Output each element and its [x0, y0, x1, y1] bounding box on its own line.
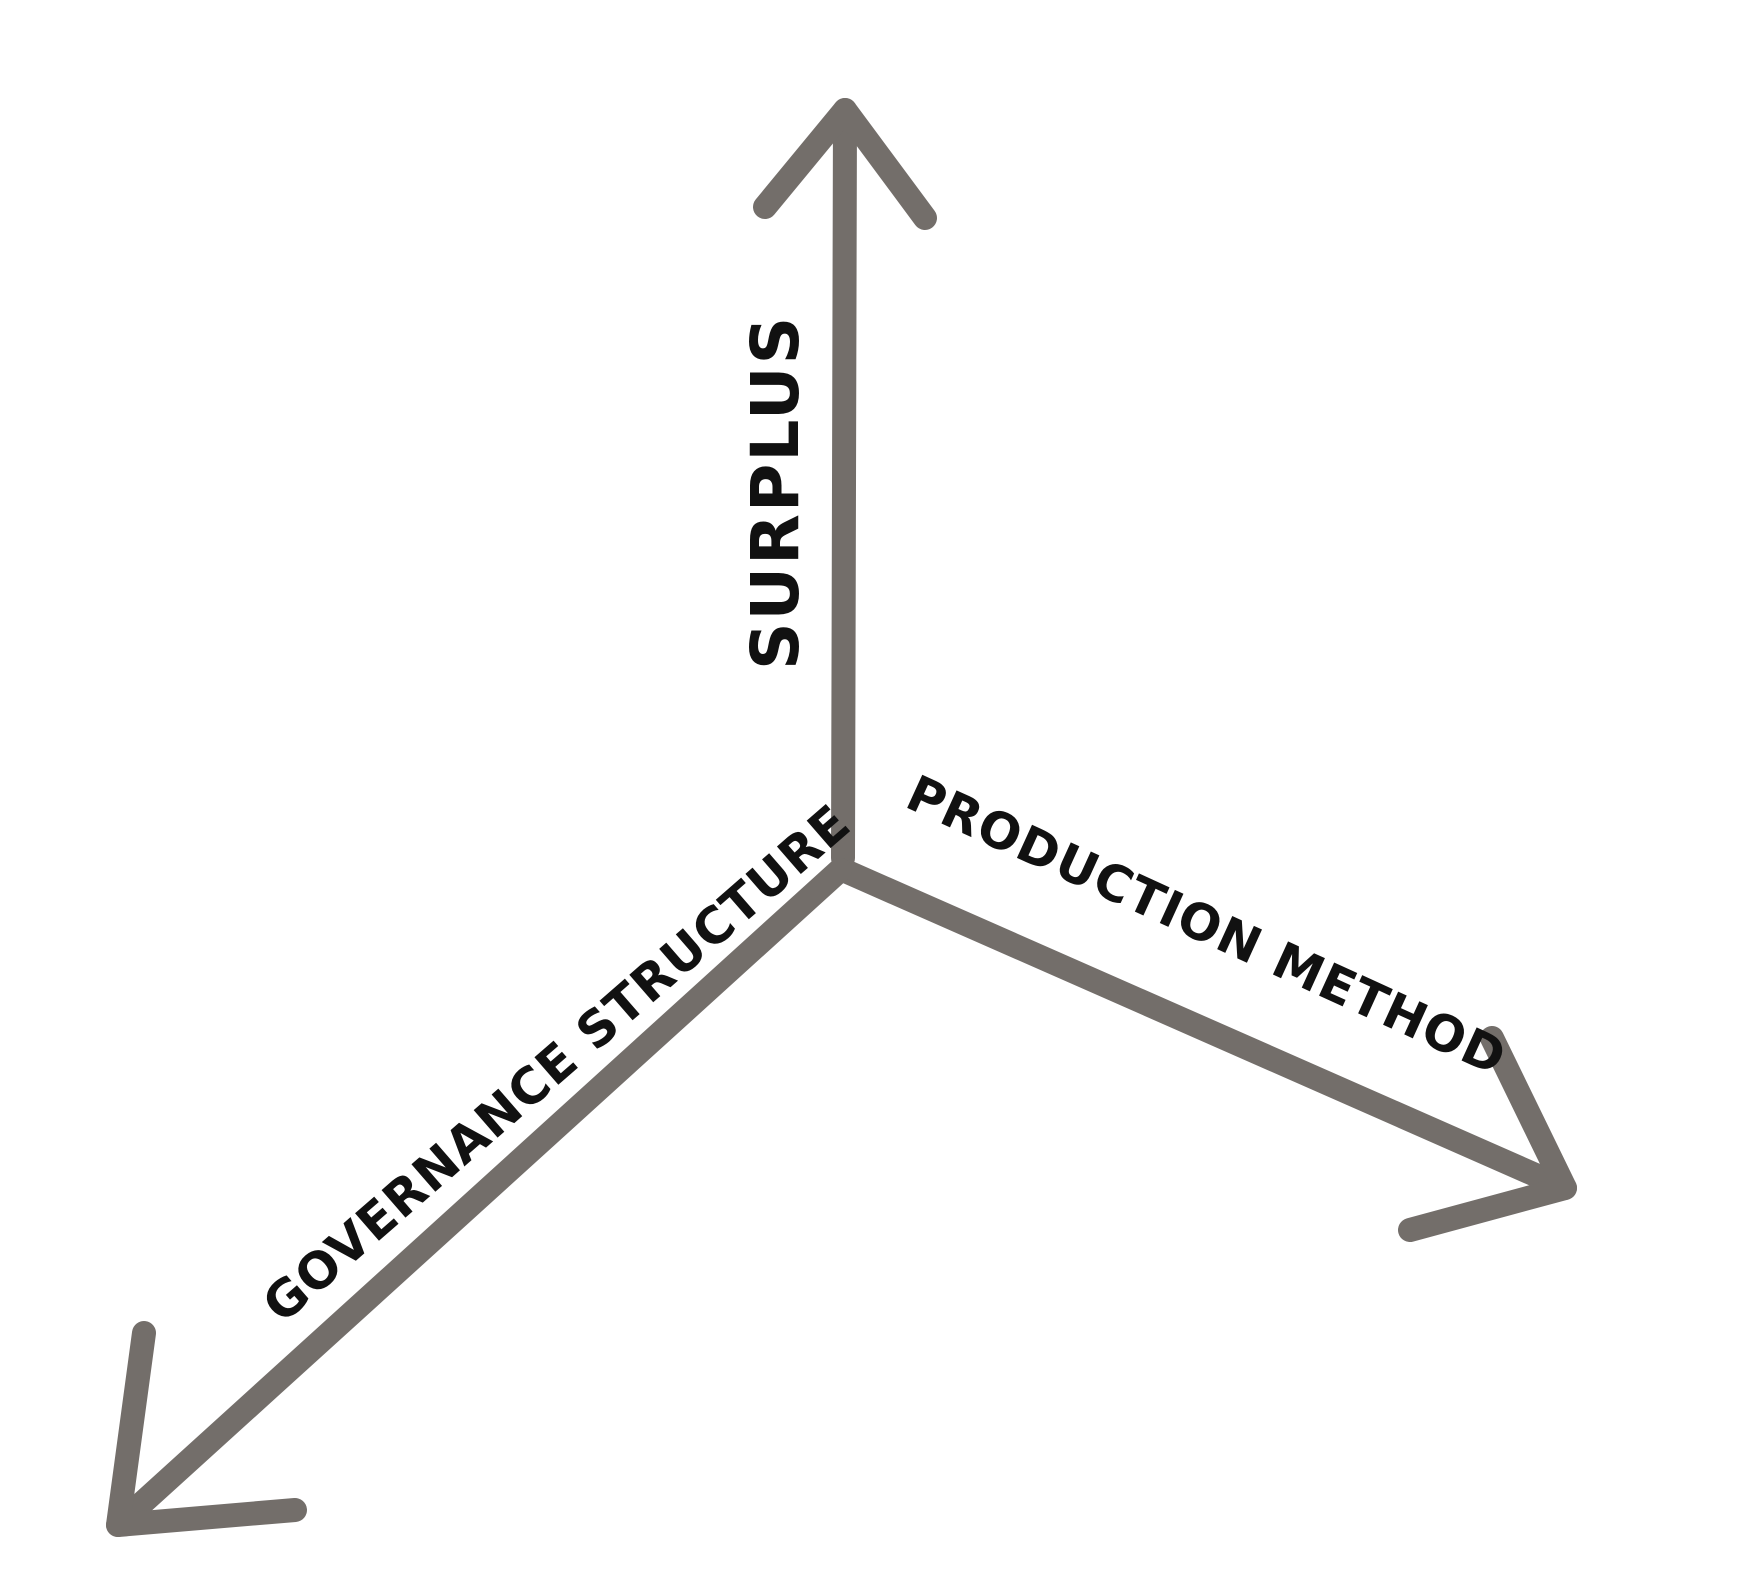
axis-governance-structure-line — [106, 858, 852, 1537]
axis-governance-structure-label: GOVERNANCE STRUCTURE — [252, 793, 862, 1334]
axis-production-method — [831, 858, 1577, 1242]
axis-surplus-line — [831, 98, 857, 870]
axis-surplus-arrowhead — [753, 98, 937, 230]
axis-governance-structure — [106, 858, 852, 1537]
axis-production-method-line — [831, 858, 1577, 1200]
axis-surplus-label: SURPLUS — [737, 315, 814, 670]
axis-governance-structure-arrowhead — [106, 1321, 307, 1537]
axis-production-method-arrowhead — [1398, 1026, 1577, 1242]
axis-surplus — [753, 98, 937, 870]
